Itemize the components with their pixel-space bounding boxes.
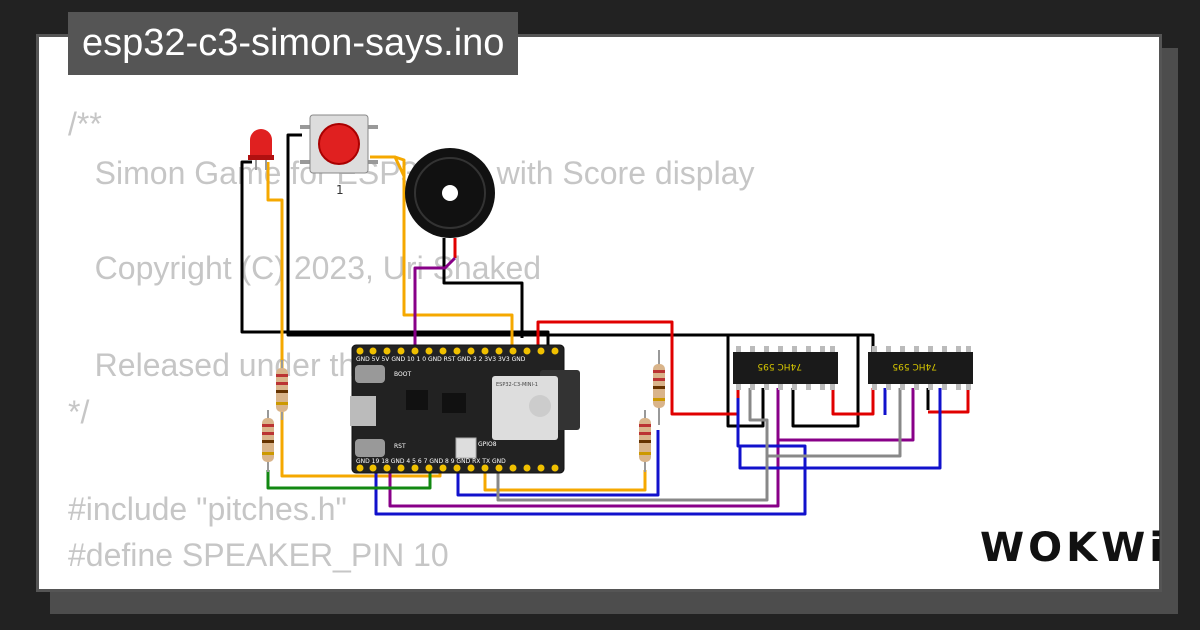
board-top-pin-labels: GND 5V 5V GND 10 1 0 GND RST GND 3 2 3V3… [356,356,526,363]
shift-register-2 [868,346,973,390]
buzzer [405,148,495,238]
wire-black-led-gnd [240,160,550,352]
wire-blue-bottom [374,398,807,516]
code-line-6: #include "pitches.h" [68,491,347,527]
module-label: ESP32-C3-MINI-1 [496,382,538,388]
wokwi-logo: WOKWi [980,525,1167,571]
code-line-7: #define SPEAKER_PIN 10 [68,537,449,573]
boot-label: BOOT [394,371,411,378]
wire-black-button-gnd [286,133,875,352]
wire-green [266,470,432,490]
chip1-label: 74HC 595 [757,361,802,371]
resistor-1 [276,360,288,420]
wire-blue-chip2 [738,388,942,470]
wire-red-chip-link [831,388,875,416]
project-title[interactable]: esp32-c3-simon-says.ino [68,12,519,75]
wire-orange-right [483,470,647,492]
red-led [248,129,274,170]
code-line-3: Copyright (C) 2023, Uri Shaked [68,250,542,286]
espressif-logo-icon [529,395,551,417]
wire-purple-bottom [388,388,915,508]
gpio-label: GPIO8 [478,441,497,448]
wire-black-chip1 [726,352,765,428]
chip2-label: 74HC 595 [892,361,937,371]
shift-register-1 [733,346,838,390]
button-label: 1 [336,183,344,197]
code-line-1: /** [68,106,102,142]
resistor-3 [653,350,665,425]
wire-gray-bottom [496,388,902,502]
esp32-c3-board [350,344,580,474]
wire-purple-buzzer [413,256,457,352]
code-line-5: */ [68,394,90,430]
wire-orange-button-2 [394,155,514,352]
wire-black-chip-link [791,333,873,428]
wire-blue-resistor [456,430,660,497]
rgb-led [455,437,477,459]
esp-module [492,376,558,440]
resistor-2 [262,410,274,472]
push-button [300,114,378,174]
wire-red-chip2 [928,388,970,414]
rst-label: RST [394,443,406,450]
wire-black-buzzer-gnd [442,238,524,338]
wire-orange-led [266,162,442,478]
resistor-4 [639,410,651,472]
wire-gray-chip1 [748,388,769,456]
board-bottom-pin-labels: GND 19 18 GND 4 5 6 7 GND 8 9 GND RX TX … [356,458,506,465]
